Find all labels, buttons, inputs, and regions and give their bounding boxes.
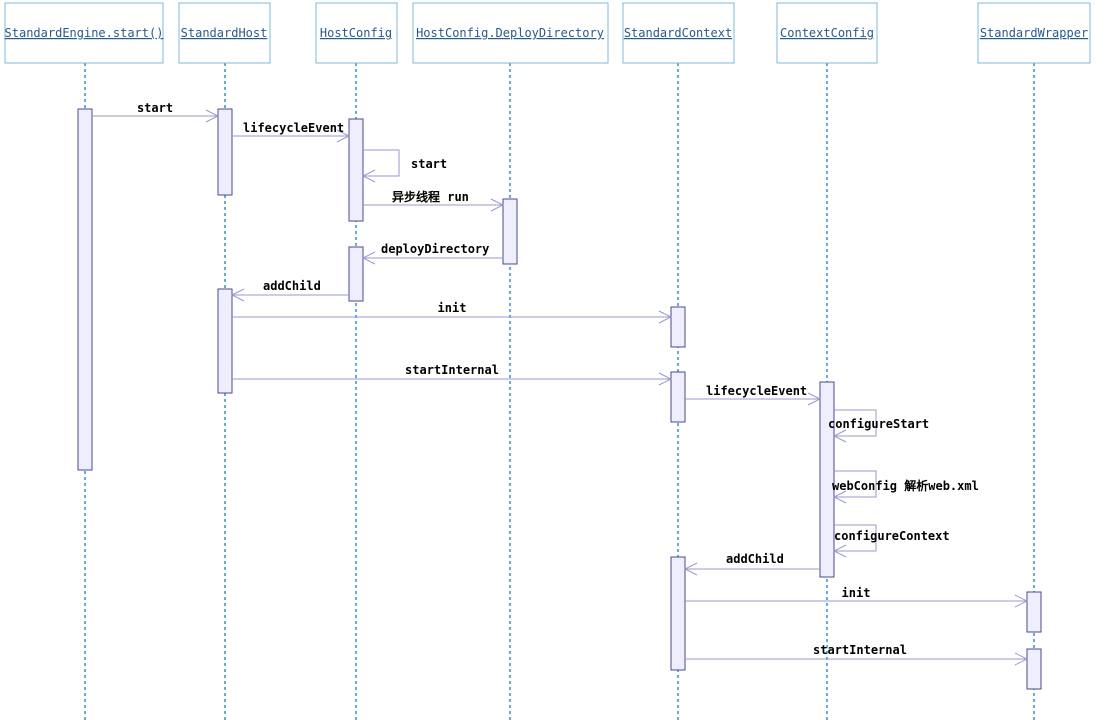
participant-host[interactable]: StandardHost xyxy=(178,2,271,64)
message-webconfig-label: webConfig 解析web.xml xyxy=(832,478,979,493)
message-start-self-label: start xyxy=(411,157,447,171)
activation-host-2 xyxy=(217,288,233,394)
activation-context-2 xyxy=(670,371,686,423)
message-init-context-label: init xyxy=(438,301,467,315)
activation-hostconfig-2 xyxy=(348,246,364,302)
message-start-self[interactable]: start xyxy=(361,149,447,183)
message-startinternal-wrapper-label: startInternal xyxy=(813,643,907,657)
participant-wrapper[interactable]: StandardWrapper xyxy=(977,2,1091,64)
message-init-wrapper[interactable]: init xyxy=(685,586,1029,608)
message-startinternal-wrapper[interactable]: startInternal xyxy=(685,643,1029,666)
message-addchild-context[interactable]: addChild xyxy=(683,552,820,576)
message-lifecycle-context[interactable]: lifecycleEvent xyxy=(685,384,822,406)
message-configurestart-label: configureStart xyxy=(828,417,929,431)
message-addchild-host-label: addChild xyxy=(263,279,321,293)
participant-deploydir-label: HostConfig.DeployDirectory xyxy=(416,26,604,40)
message-deploy-directory-label: deployDirectory xyxy=(381,242,489,256)
participant-context[interactable]: StandardContext xyxy=(622,2,735,64)
participant-contextconfig-label: ContextConfig xyxy=(780,26,874,40)
message-async-run-label: 异步线程 run xyxy=(392,189,469,204)
message-configurestart[interactable]: configureStart xyxy=(828,409,929,443)
activation-context-3 xyxy=(670,556,686,671)
message-lifecycle-host-label: lifecycleEvent xyxy=(243,121,344,135)
message-startinternal-context[interactable]: startInternal xyxy=(232,363,673,386)
message-lifecycle-context-label: lifecycleEvent xyxy=(706,384,807,398)
participant-deploydir[interactable]: HostConfig.DeployDirectory xyxy=(412,2,609,64)
message-addchild-host[interactable]: addChild xyxy=(230,279,349,302)
activation-wrapper-1 xyxy=(1026,591,1042,633)
participant-wrapper-label: StandardWrapper xyxy=(980,26,1088,40)
participant-contextconfig[interactable]: ContextConfig xyxy=(776,2,878,64)
activation-engine xyxy=(77,108,93,471)
message-startinternal-context-label: startInternal xyxy=(405,363,499,377)
participant-engine-label: StandardEngine.start() xyxy=(5,26,164,40)
message-configurecontext-label: configureContext xyxy=(834,529,950,543)
participant-context-label: StandardContext xyxy=(624,26,732,40)
participant-engine[interactable]: StandardEngine.start() xyxy=(4,2,164,64)
message-lifecycle-host[interactable]: lifecycleEvent xyxy=(232,121,351,143)
activation-host-1 xyxy=(217,108,233,196)
message-start-host-label: start xyxy=(137,101,173,115)
activation-wrapper-2 xyxy=(1026,648,1042,690)
message-start-host[interactable]: start xyxy=(92,101,220,123)
participant-host-label: StandardHost xyxy=(181,26,268,40)
message-init-wrapper-label: init xyxy=(842,586,871,600)
activation-context-1 xyxy=(670,306,686,348)
message-webconfig[interactable]: webConfig 解析web.xml xyxy=(832,470,979,504)
activation-hostconfig-1 xyxy=(348,118,364,222)
activation-deploydir xyxy=(502,198,518,265)
participant-hostconfig[interactable]: HostConfig xyxy=(315,2,398,64)
message-async-run[interactable]: 异步线程 run xyxy=(363,189,505,212)
participant-hostconfig-label: HostConfig xyxy=(320,26,392,40)
message-configurecontext[interactable]: configureContext xyxy=(832,524,950,558)
message-addchild-context-label: addChild xyxy=(726,552,784,566)
message-deploy-directory[interactable]: deployDirectory xyxy=(361,242,503,265)
message-init-context[interactable]: init xyxy=(232,301,673,324)
activation-contextconfig xyxy=(819,381,835,578)
